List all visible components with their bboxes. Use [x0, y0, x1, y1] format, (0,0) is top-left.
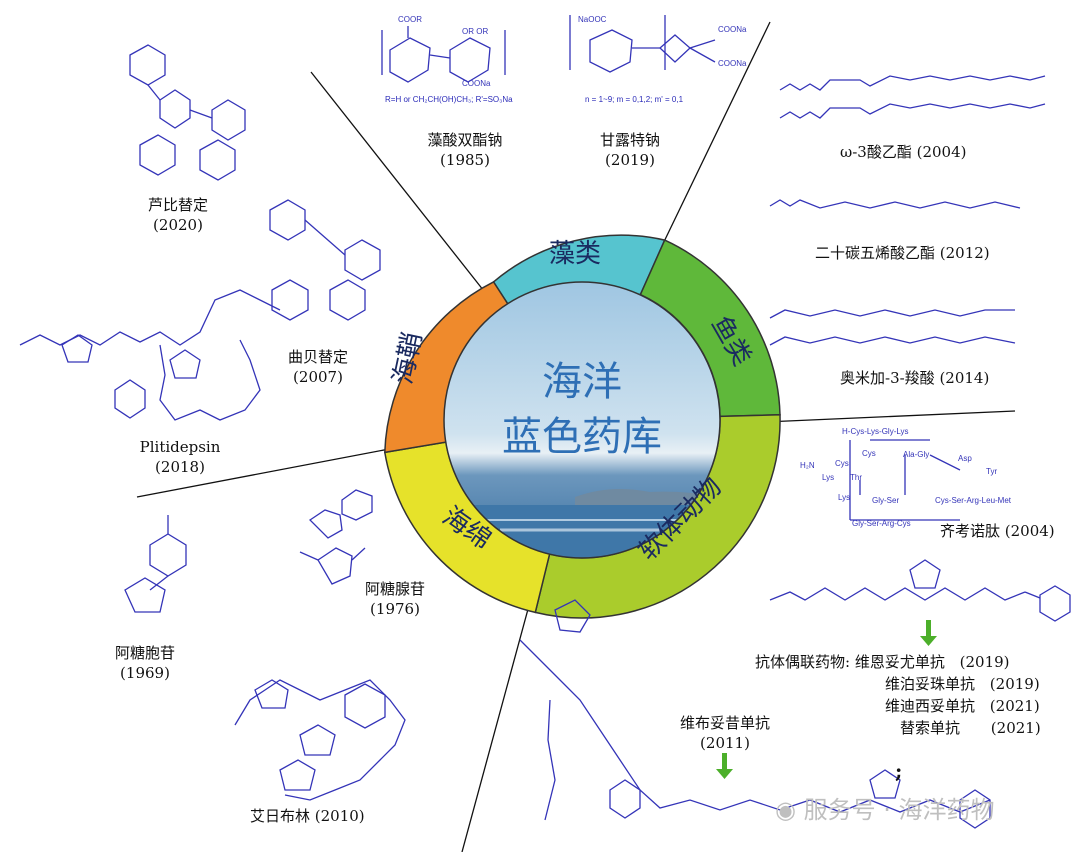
wechat-icon: ◉ — [775, 796, 796, 824]
structure-cytarabine — [124, 515, 187, 613]
mannuronate-year: (2019) — [605, 151, 655, 170]
trabectedin-name: 曲贝替定 — [287, 348, 348, 366]
watermark-text: 服务号 · 海洋药物 — [803, 796, 995, 824]
label-mannuronate: 甘露特钠 (2019) — [580, 130, 680, 171]
adc-row-1-year: (2019) — [959, 653, 1010, 671]
label-omega3-ethyl: ω-3酸乙酯 (2004) — [840, 143, 967, 161]
brentuximab-year: (2011) — [700, 734, 750, 753]
structure-mmae-top — [769, 559, 1071, 622]
label-cytarabine: 阿糖胞苷 (1969) — [100, 643, 190, 684]
adc-row-3-name: 维迪西妥单抗 — [885, 697, 976, 715]
svg-text:NaOOC: NaOOC — [578, 15, 607, 24]
vidarabine-year: (1976) — [370, 600, 420, 619]
peptide-text-9: Thr — [850, 473, 862, 482]
adc-row-2-name: 维泊妥珠单抗 — [885, 675, 976, 693]
label-vidarabine: 阿糖腺苷 (1976) — [350, 579, 440, 620]
structure-trabectedin — [269, 199, 381, 321]
label-epa-ethyl: 二十碳五烯酸乙酯 (2012) — [815, 244, 990, 262]
adc-row-4-year: (2021) — [990, 719, 1041, 737]
brentuximab-name: 维布妥昔单抗 — [679, 714, 770, 732]
adc-row-2: 维泊妥珠单抗 (2019) — [885, 674, 1040, 694]
lurbinectedin-year: (2020) — [153, 216, 203, 235]
structure-lurbinectedin — [129, 44, 246, 181]
structure-alginate: COOR OR OR COONa — [381, 15, 506, 88]
svg-text:COONa: COONa — [718, 59, 747, 68]
divider-lines — [136, 21, 1016, 852]
adc-row-1-name: 维恩妥尤单抗 — [854, 653, 945, 671]
plitidepsin-name: Plitidepsin — [139, 438, 221, 456]
adc-row-3-year: (2021) — [989, 697, 1040, 715]
label-plitidepsin: Plitidepsin (2018) — [130, 437, 230, 478]
alginate-formula-note: R=H or CH₂CH(OH)CH₃; R'=SO₃Na — [385, 95, 513, 104]
structure-plitidepsin — [19, 289, 281, 421]
peptide-text-3: Asp — [958, 454, 972, 463]
label-brentuximab: 维布妥昔单抗 (2011) — [665, 713, 785, 754]
arrow-brentuximab — [716, 753, 733, 779]
mannuronate-name: 甘露特钠 — [599, 131, 660, 149]
label-eribulin: 艾日布林 (2010) — [250, 807, 365, 825]
peptide-text-4: Tyr — [986, 467, 997, 476]
center-sea-image: 海洋 蓝色药库 — [443, 281, 721, 559]
alginate-name: 藻酸双酯钠 — [427, 131, 503, 149]
adc-block: 抗体偶联药物: 维恩妥尤单抗 (2019) — [755, 652, 1010, 672]
structure-mmae-bottom — [519, 599, 991, 829]
peptide-text-8: Lys — [838, 493, 850, 502]
peptide-text-2: Ala-Gly — [903, 450, 929, 459]
peptide-text-10: Cys — [835, 459, 849, 468]
svg-text:COONa: COONa — [718, 25, 747, 34]
mannuronate-formula-note: n = 1~9; m = 0,1,2; m' = 0,1 — [585, 95, 684, 104]
structure-eribulin — [234, 679, 406, 801]
svg-text:COONa: COONa — [462, 79, 491, 88]
label-ziconotide: 齐考诺肽 (2004) — [940, 522, 1055, 540]
cytarabine-name: 阿糖胞苷 — [114, 644, 175, 662]
lurbinectedin-name: 芦比替定 — [147, 196, 208, 214]
plitidepsin-year: (2018) — [155, 458, 205, 477]
adc-row-4-name: 替索单抗 — [900, 719, 961, 737]
segment-label-algae: 藻类 — [549, 239, 601, 269]
alginate-year: (1985) — [440, 151, 490, 170]
structure-fatty-acids — [769, 75, 1046, 346]
label-trabectedin: 曲贝替定 (2007) — [278, 347, 358, 388]
adc-prefix: 抗体偶联药物: — [755, 653, 851, 671]
label-omega3-carboxylic: 奥米加-3-羧酸 (2014) — [840, 369, 990, 387]
structure-mannuronate: NaOOC COONa COONa — [569, 15, 747, 73]
peptide-text-6: Gly-Ser — [872, 496, 899, 505]
semicolon-mark: ; — [895, 759, 903, 783]
watermark: ◉ 服务号 · 海洋药物 — [775, 790, 994, 825]
arrow-adc — [920, 620, 937, 646]
peptide-text-13: Lys — [822, 473, 834, 482]
structure-vidarabine — [299, 489, 373, 585]
center-title-line2: 蓝色药库 — [502, 414, 662, 460]
peptide-text-12: H₂N — [800, 461, 815, 470]
vidarabine-name: 阿糖腺苷 — [364, 580, 425, 598]
adc-row-2-year: (2019) — [989, 675, 1040, 693]
adc-row-3: 维迪西妥单抗 (2021) — [885, 696, 1040, 716]
structure-ziconotide-lines — [849, 439, 961, 521]
label-alginate: 藻酸双酯钠 (1985) — [410, 130, 520, 171]
svg-text:COOR: COOR — [398, 15, 422, 24]
adc-row-4: 替索单抗 (2021) — [900, 718, 1041, 738]
trabectedin-year: (2007) — [293, 368, 343, 387]
cytarabine-year: (1969) — [120, 664, 170, 683]
peptide-text-5: Cys-Ser-Arg-Leu-Met — [935, 496, 1012, 505]
peptide-text-1: H-Cys-Lys-Gly-Lys — [842, 427, 909, 436]
peptide-text-7: Gly-Ser-Arg-Cys — [852, 519, 911, 528]
peptide-text-11: Cys — [862, 449, 876, 458]
svg-text:OR OR: OR OR — [462, 27, 488, 36]
label-lurbinectedin: 芦比替定 (2020) — [138, 195, 218, 236]
adc-row-1: 抗体偶联药物: 维恩妥尤单抗 (2019) — [755, 652, 1010, 672]
center-title-line1: 海洋 — [542, 359, 622, 405]
